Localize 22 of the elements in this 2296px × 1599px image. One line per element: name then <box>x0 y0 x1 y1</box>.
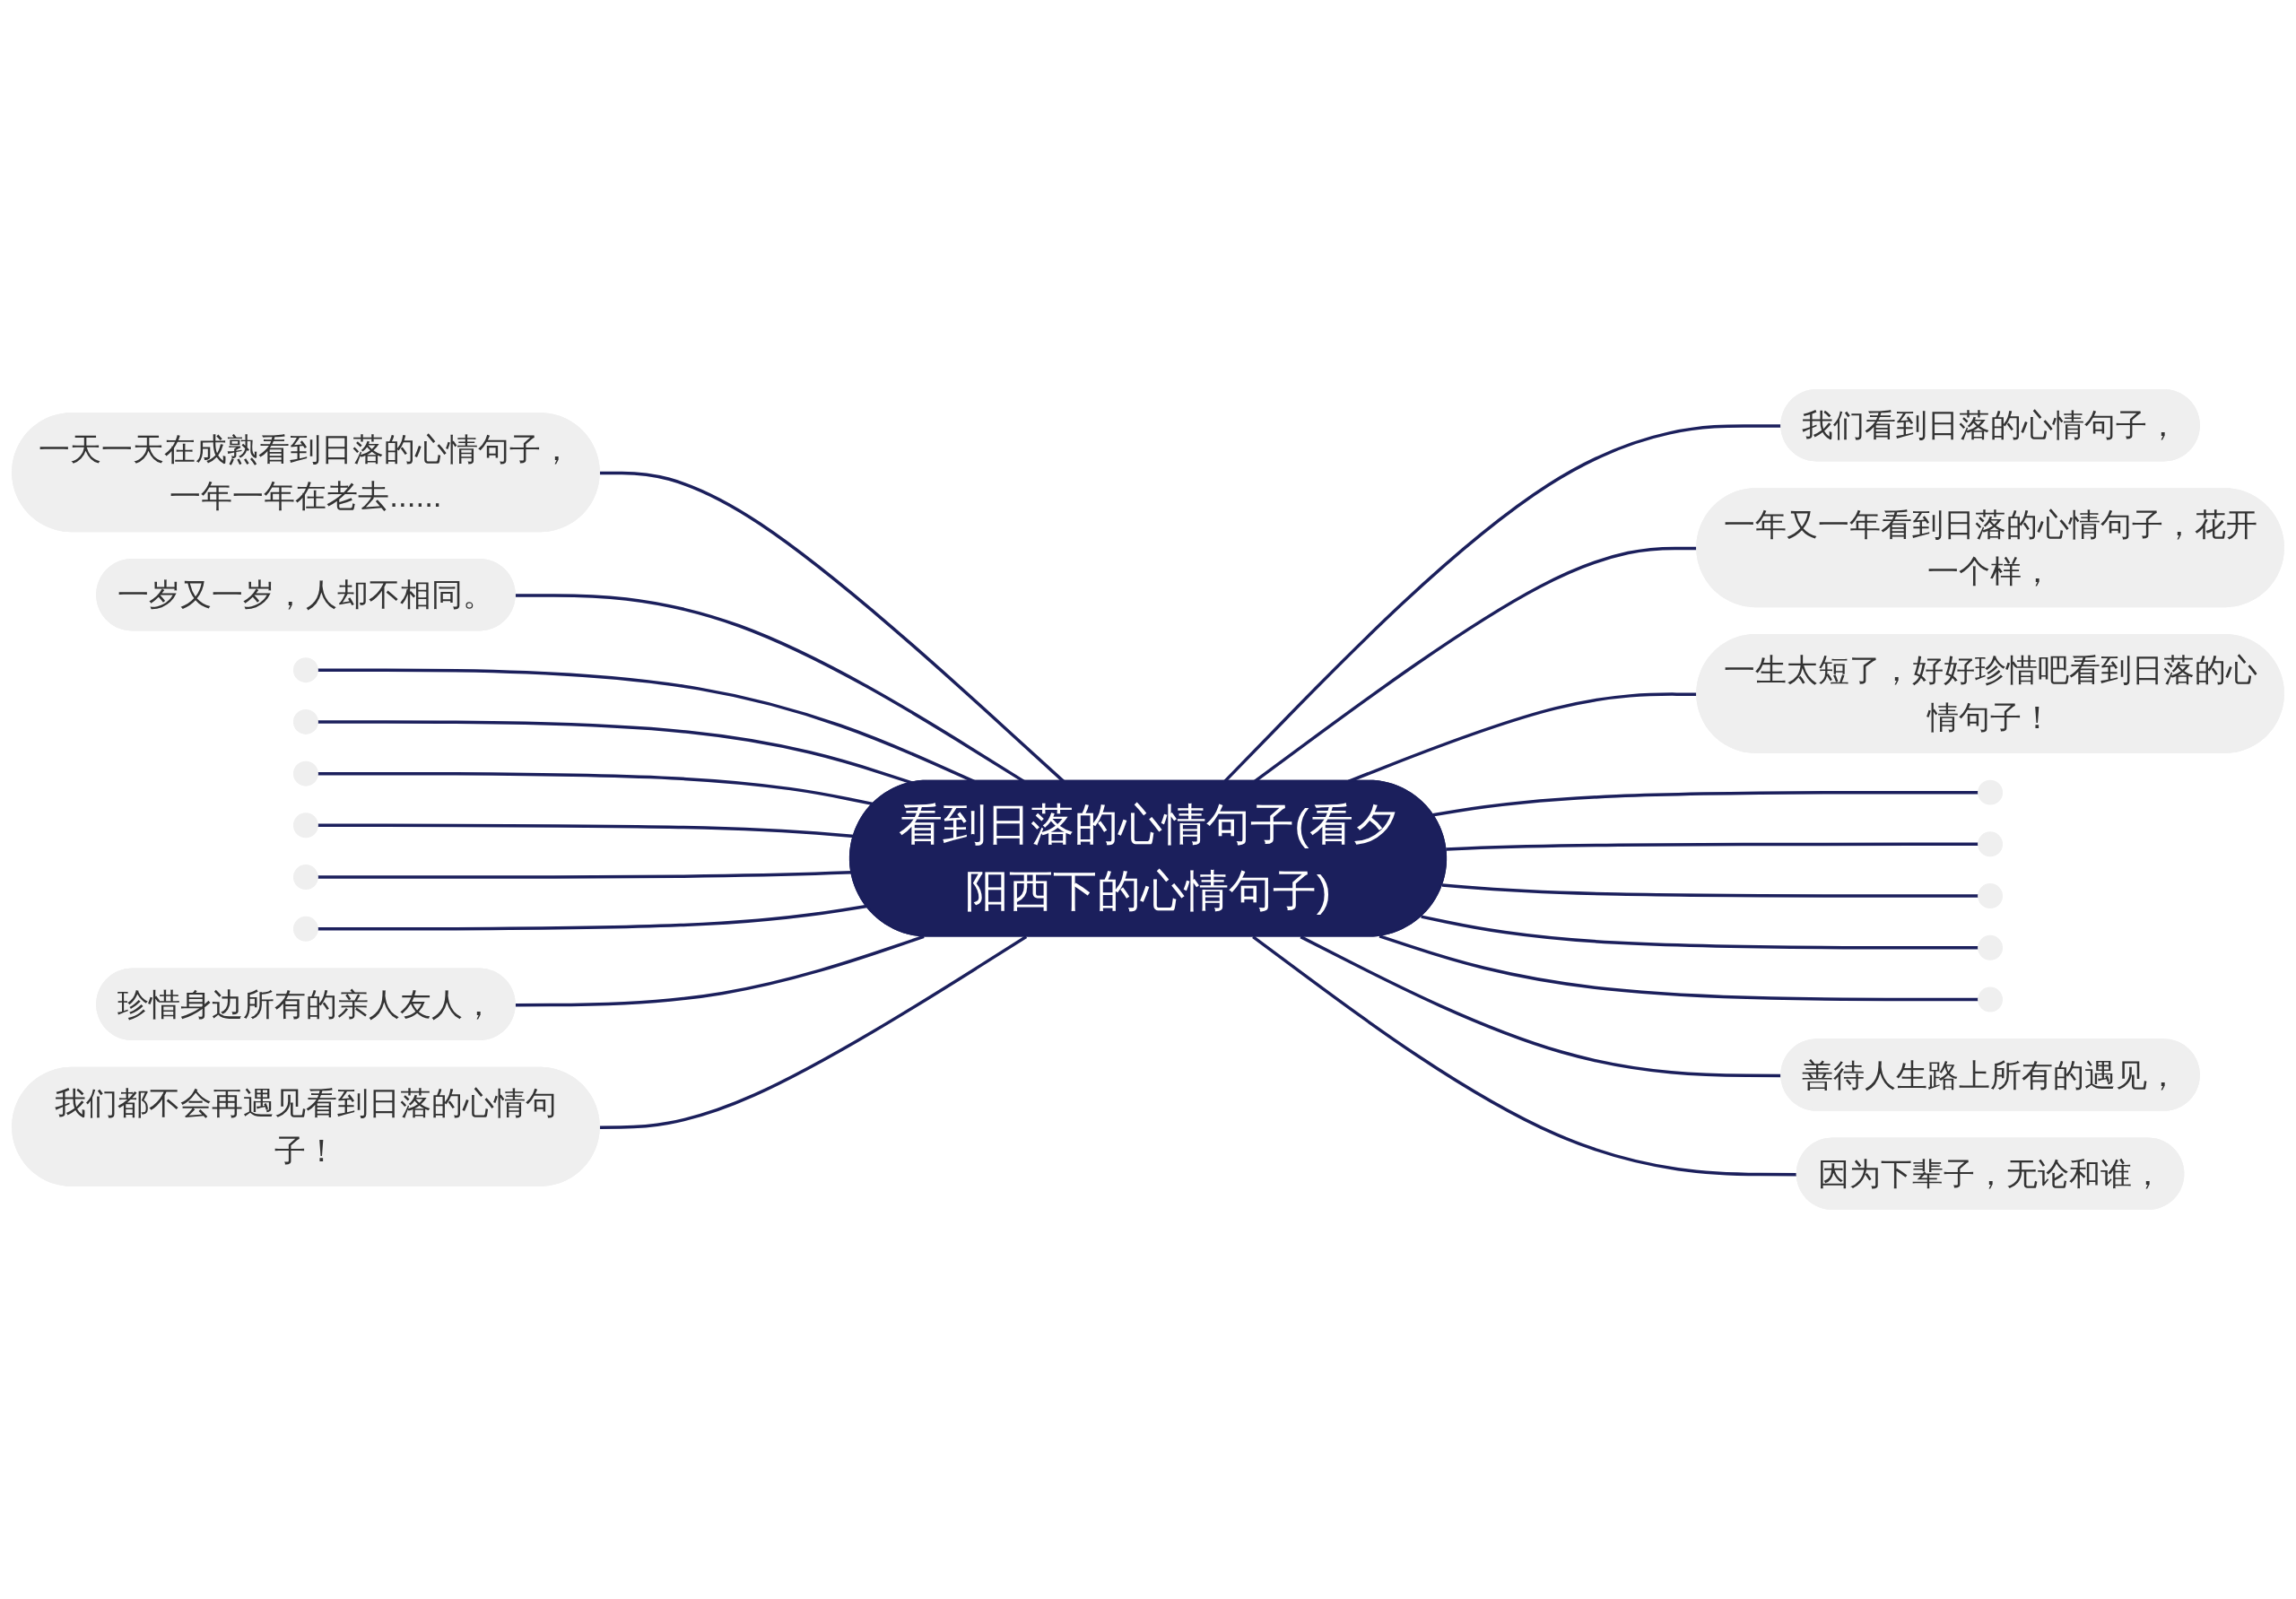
node-circle <box>1978 934 2004 960</box>
connector <box>1432 790 1979 817</box>
node-circle <box>1978 779 2004 805</box>
node-circle <box>292 813 318 839</box>
node-circle <box>1978 831 2004 857</box>
node-circle <box>292 865 318 891</box>
connector <box>1446 842 1979 851</box>
connector <box>317 720 914 785</box>
node-circle <box>1978 883 2004 909</box>
node-circle <box>292 760 318 786</box>
node-circle <box>292 916 318 942</box>
connector <box>1441 883 1979 898</box>
connector <box>1378 934 1979 1002</box>
connector <box>599 935 1028 1129</box>
connector <box>317 870 852 879</box>
connector <box>317 904 867 931</box>
connector <box>1421 915 1979 950</box>
node-circle <box>292 657 318 683</box>
connector <box>317 668 975 783</box>
connector <box>515 934 925 1007</box>
node-circle <box>1978 986 2004 1012</box>
node-circle <box>292 708 318 734</box>
